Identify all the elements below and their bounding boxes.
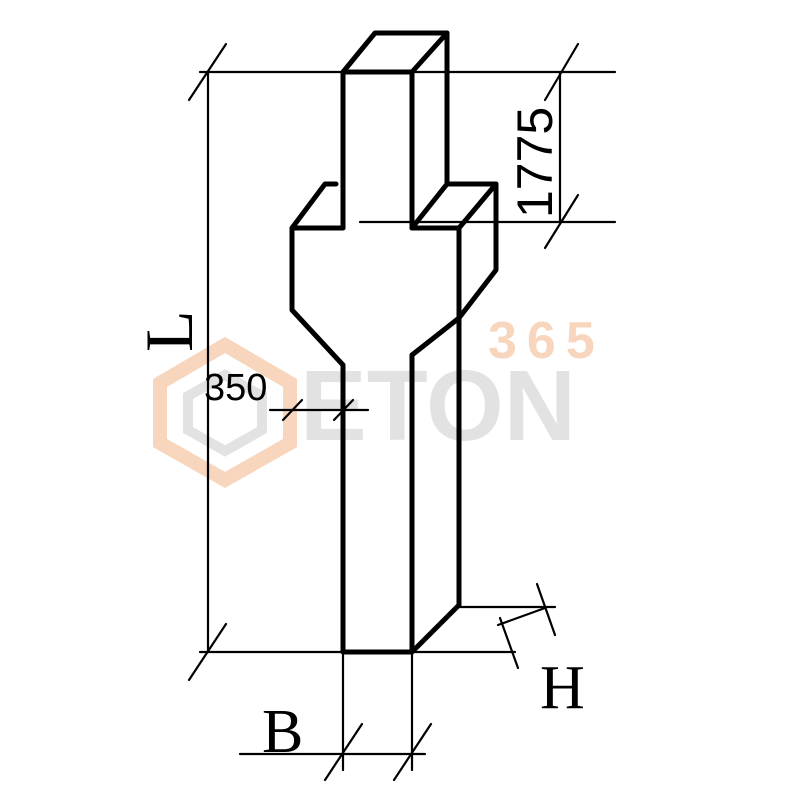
column-outline [289, 30, 499, 655]
right-corbel [409, 181, 499, 321]
bottom-shaft-front-face [340, 352, 415, 655]
dim-l-label: L [131, 310, 207, 352]
dim-350-right-tick [332, 398, 355, 422]
dim-350-left-tick [281, 398, 304, 422]
bottom-shaft-base-edge [409, 602, 462, 655]
dim-h-label: H [540, 654, 585, 722]
dim-l-bottom-tick [187, 622, 228, 682]
left-corbel [289, 225, 346, 368]
dim-350-label: 350 [204, 367, 267, 409]
dim-b-label: B [262, 698, 303, 766]
left-corbel-top-edge [289, 181, 339, 231]
watermark-number: 365 [488, 312, 605, 370]
dim-h-back-tick [535, 582, 557, 637]
dim-b-left-tick [323, 722, 364, 782]
top-shaft-front-face [340, 69, 415, 231]
dimension-lines [187, 42, 617, 782]
dim-h-line [496, 606, 547, 627]
top-shaft-top-face [340, 30, 450, 75]
dim-h-front-tick [498, 616, 520, 670]
watermark-hexagon-logo [153, 336, 297, 489]
dim-l-top-tick [187, 42, 228, 102]
dim-1775-bottom-tick [543, 193, 580, 250]
dim-b-right-tick [392, 722, 433, 782]
right-corbel-slope [409, 315, 462, 358]
dim-1775-top-tick [543, 42, 580, 102]
dim-1775-label: 1775 [507, 107, 563, 218]
